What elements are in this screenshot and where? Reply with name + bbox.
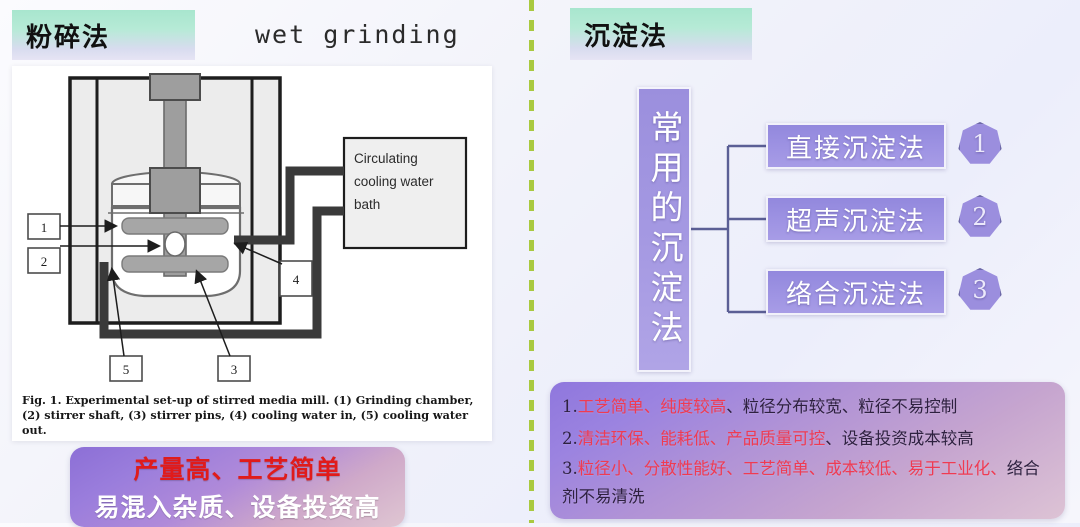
flowchart-leaf-ultrasonic-precipitation[interactable]: 超声沉淀法 [766,196,946,242]
right-section-header: 沉淀法 [570,8,752,60]
precipitation-methods-flowchart: 常用的沉淀法 直接沉淀法 1 超声沉淀法 2 络合沉淀法 3 [560,70,1070,380]
left-summary-line-2: 易混入杂质、设备投资高 [94,493,381,522]
left-section-header: 粉碎法 [12,10,195,60]
svg-text:5: 5 [123,362,130,377]
figure-caption-text: Experimental set-up of stirred media mil… [22,393,474,437]
figure-caption: Fig. 1. Experimental set-up of stirred m… [22,393,488,438]
flowchart-root-node[interactable]: 常用的沉淀法 [637,87,691,372]
flowchart-root-label: 常用的沉淀法 [645,109,684,350]
flowchart-badge-3: 3 [958,268,1002,312]
flowchart-leaf-direct-precipitation[interactable]: 直接沉淀法 [766,123,946,169]
right-summary-item-rest: 络合剂不易清洗 [562,459,1040,506]
flowchart-leaf-complexation-precipitation[interactable]: 络合沉淀法 [766,269,946,315]
right-summary-item-number: 3. [562,459,578,478]
right-summary-item-highlight: 工艺简单、纯度较高 [577,397,727,416]
flowchart-leaf-label: 超声沉淀法 [785,206,926,237]
figure-caption-bold: Fig. 1. [22,393,62,407]
bath-label-line2: cooling water [354,174,434,189]
right-summary-item: 3.粒径小、分散性能好、工艺简单、成本较低、易于工业化、络合剂不易清洗 [562,455,1053,511]
figure-card: Circulating cooling water bath 1 2 [12,66,492,441]
flowchart-leaf-label: 络合沉淀法 [785,279,926,310]
svg-text:2: 2 [41,254,48,269]
flowchart-leaf-label: 直接沉淀法 [785,133,926,164]
dashed-divider [529,0,534,523]
right-summary-item-highlight: 清洁环保、能耗低、产品质量可控 [577,429,826,448]
left-summary-callout: 产量高、工艺简单 易混入杂质、设备投资高 [70,447,405,527]
right-summary-item-number: 2. [562,429,578,448]
flowchart-connectors [691,144,766,314]
svg-text:4: 4 [293,272,300,287]
bath-label-line3: bath [354,197,380,212]
flowchart-badge-1: 1 [958,122,1002,166]
right-summary-item-rest: 、粒径分布较宽、粒径不易控制 [726,397,958,416]
left-summary-line-1: 产量高、工艺简单 [133,455,342,484]
svg-text:1: 1 [41,220,48,235]
right-summary-item-rest: 、设备投资成本较高 [825,429,974,448]
right-summary-item-highlight: 粒径小、分散性能好、工艺简单、成本较低、易于工业化、 [577,459,1007,478]
svg-text:3: 3 [231,362,238,377]
right-section-header-label: 沉淀法 [584,21,669,52]
flowchart-badge-number: 3 [972,276,988,304]
bath-label-line1: Circulating [354,151,418,166]
flowchart-badge-number: 2 [972,203,988,231]
right-summary-callout: 1.工艺简单、纯度较高、粒径分布较宽、粒径不易控制 2.清洁环保、能耗低、产品质… [550,382,1065,519]
stirred-media-mill-diagram: Circulating cooling water bath 1 2 [27,73,468,382]
right-summary-item: 2.清洁环保、能耗低、产品质量可控、设备投资成本较高 [562,423,1053,455]
left-section-header-label: 粉碎法 [26,22,111,53]
right-summary-item: 1.工艺简单、纯度较高、粒径分布较宽、粒径不易控制 [562,391,1053,423]
right-summary-item-number: 1. [562,397,578,416]
flowchart-badge-2: 2 [958,195,1002,239]
wet-grinding-subtitle: wet grinding [255,20,460,49]
flowchart-badge-number: 1 [972,130,988,158]
